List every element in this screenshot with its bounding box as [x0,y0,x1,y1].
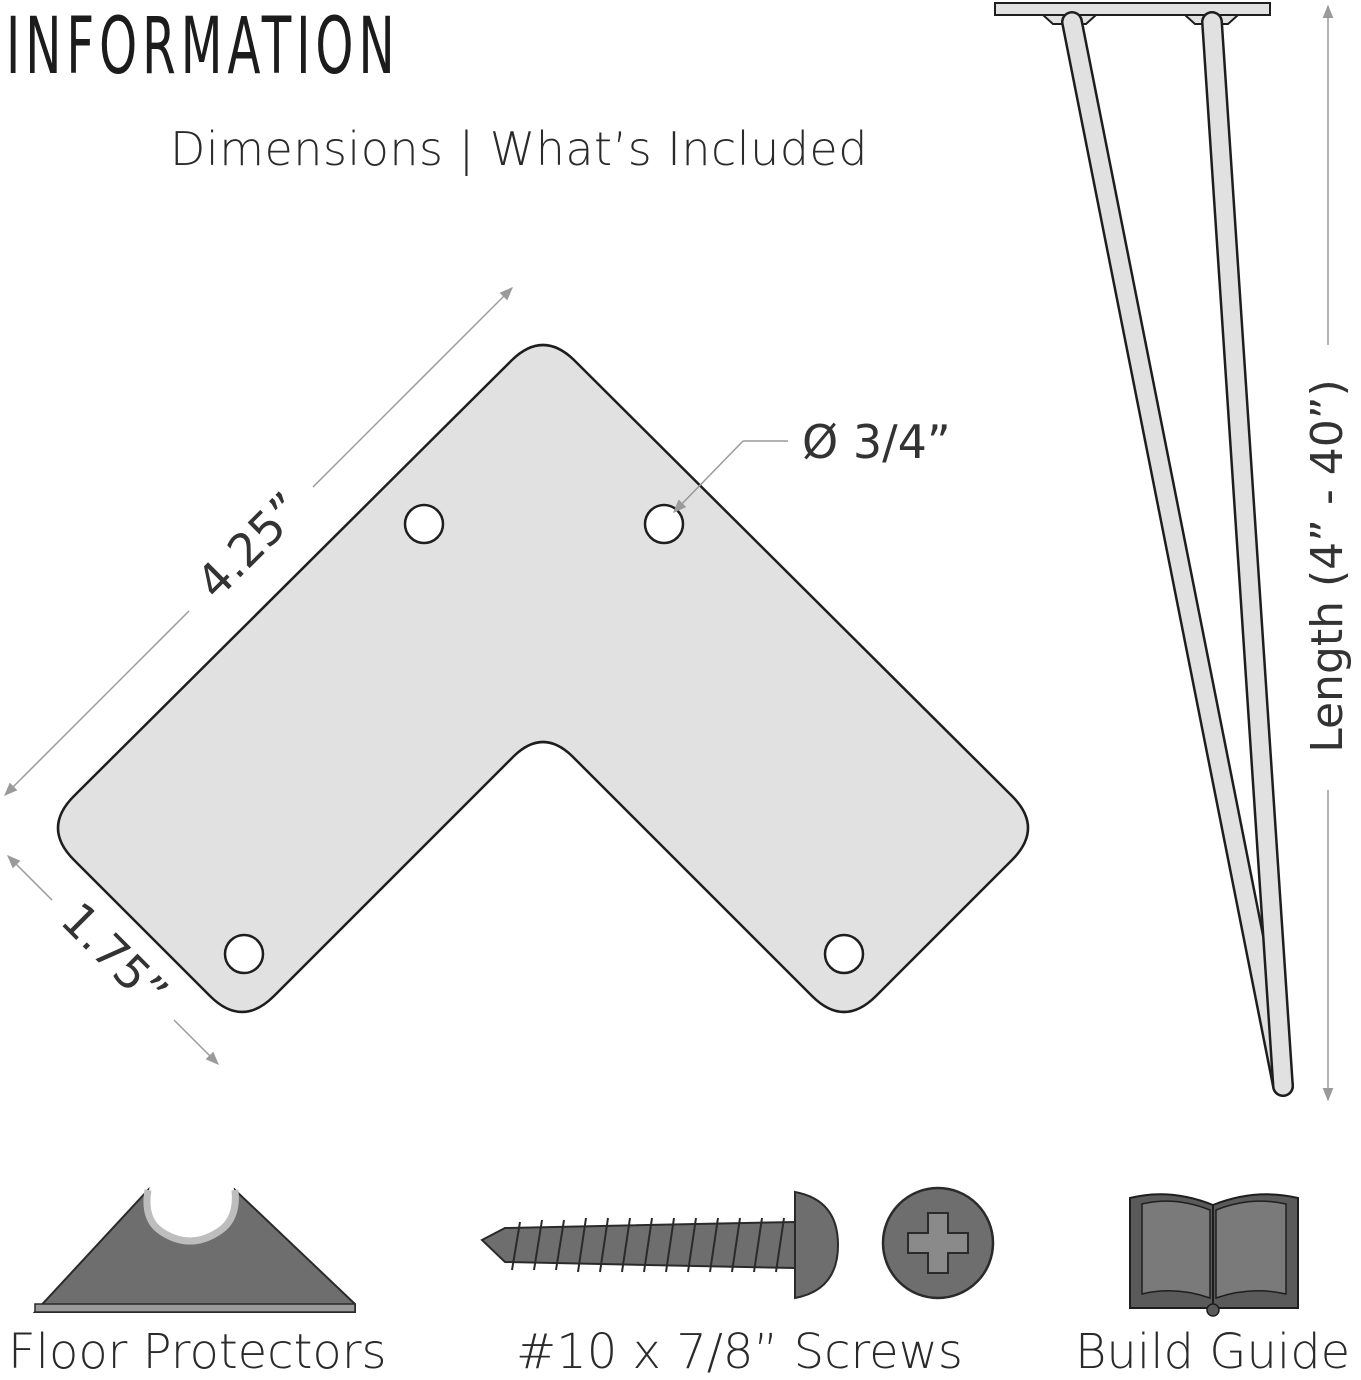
mounting-plate [56,343,1030,1014]
leg-top-plate [994,2,1271,16]
floor-protectors-label: Floor Protectors [8,1324,387,1380]
build-guide-label: Build Guide [1075,1324,1351,1380]
screw-icon [480,1190,840,1300]
mounting-hole [643,503,685,545]
leg-length-label: Length (4” - 40”) [1302,379,1353,753]
page-subtitle: Dimensions | What’s Included [170,122,868,176]
dimension-line [173,1019,219,1065]
build-guide-icon [1129,1193,1299,1317]
leg-rods [1061,11,1294,1097]
leader-line [673,440,744,513]
screws-label: #10 x 7/8” Screws [516,1324,963,1380]
mounting-hole [403,503,445,545]
dimension-line [312,287,513,488]
hairpin-leg [994,2,1294,1097]
dimension-line [7,855,53,901]
dimension-line [4,610,190,796]
hole-diameter-callout: Ø 3/4” [673,415,951,513]
plate-outline [56,343,1030,1014]
hole-diameter-label: Ø 3/4” [802,415,951,469]
screw-head-icon [881,1186,995,1300]
mounting-hole [823,933,865,975]
page-title: INFORMATION [6,2,400,92]
floor-protector-icon [32,1186,356,1313]
mounting-hole [223,933,265,975]
leg-length-dimension: Length (4” - 40”) [1302,4,1353,1102]
